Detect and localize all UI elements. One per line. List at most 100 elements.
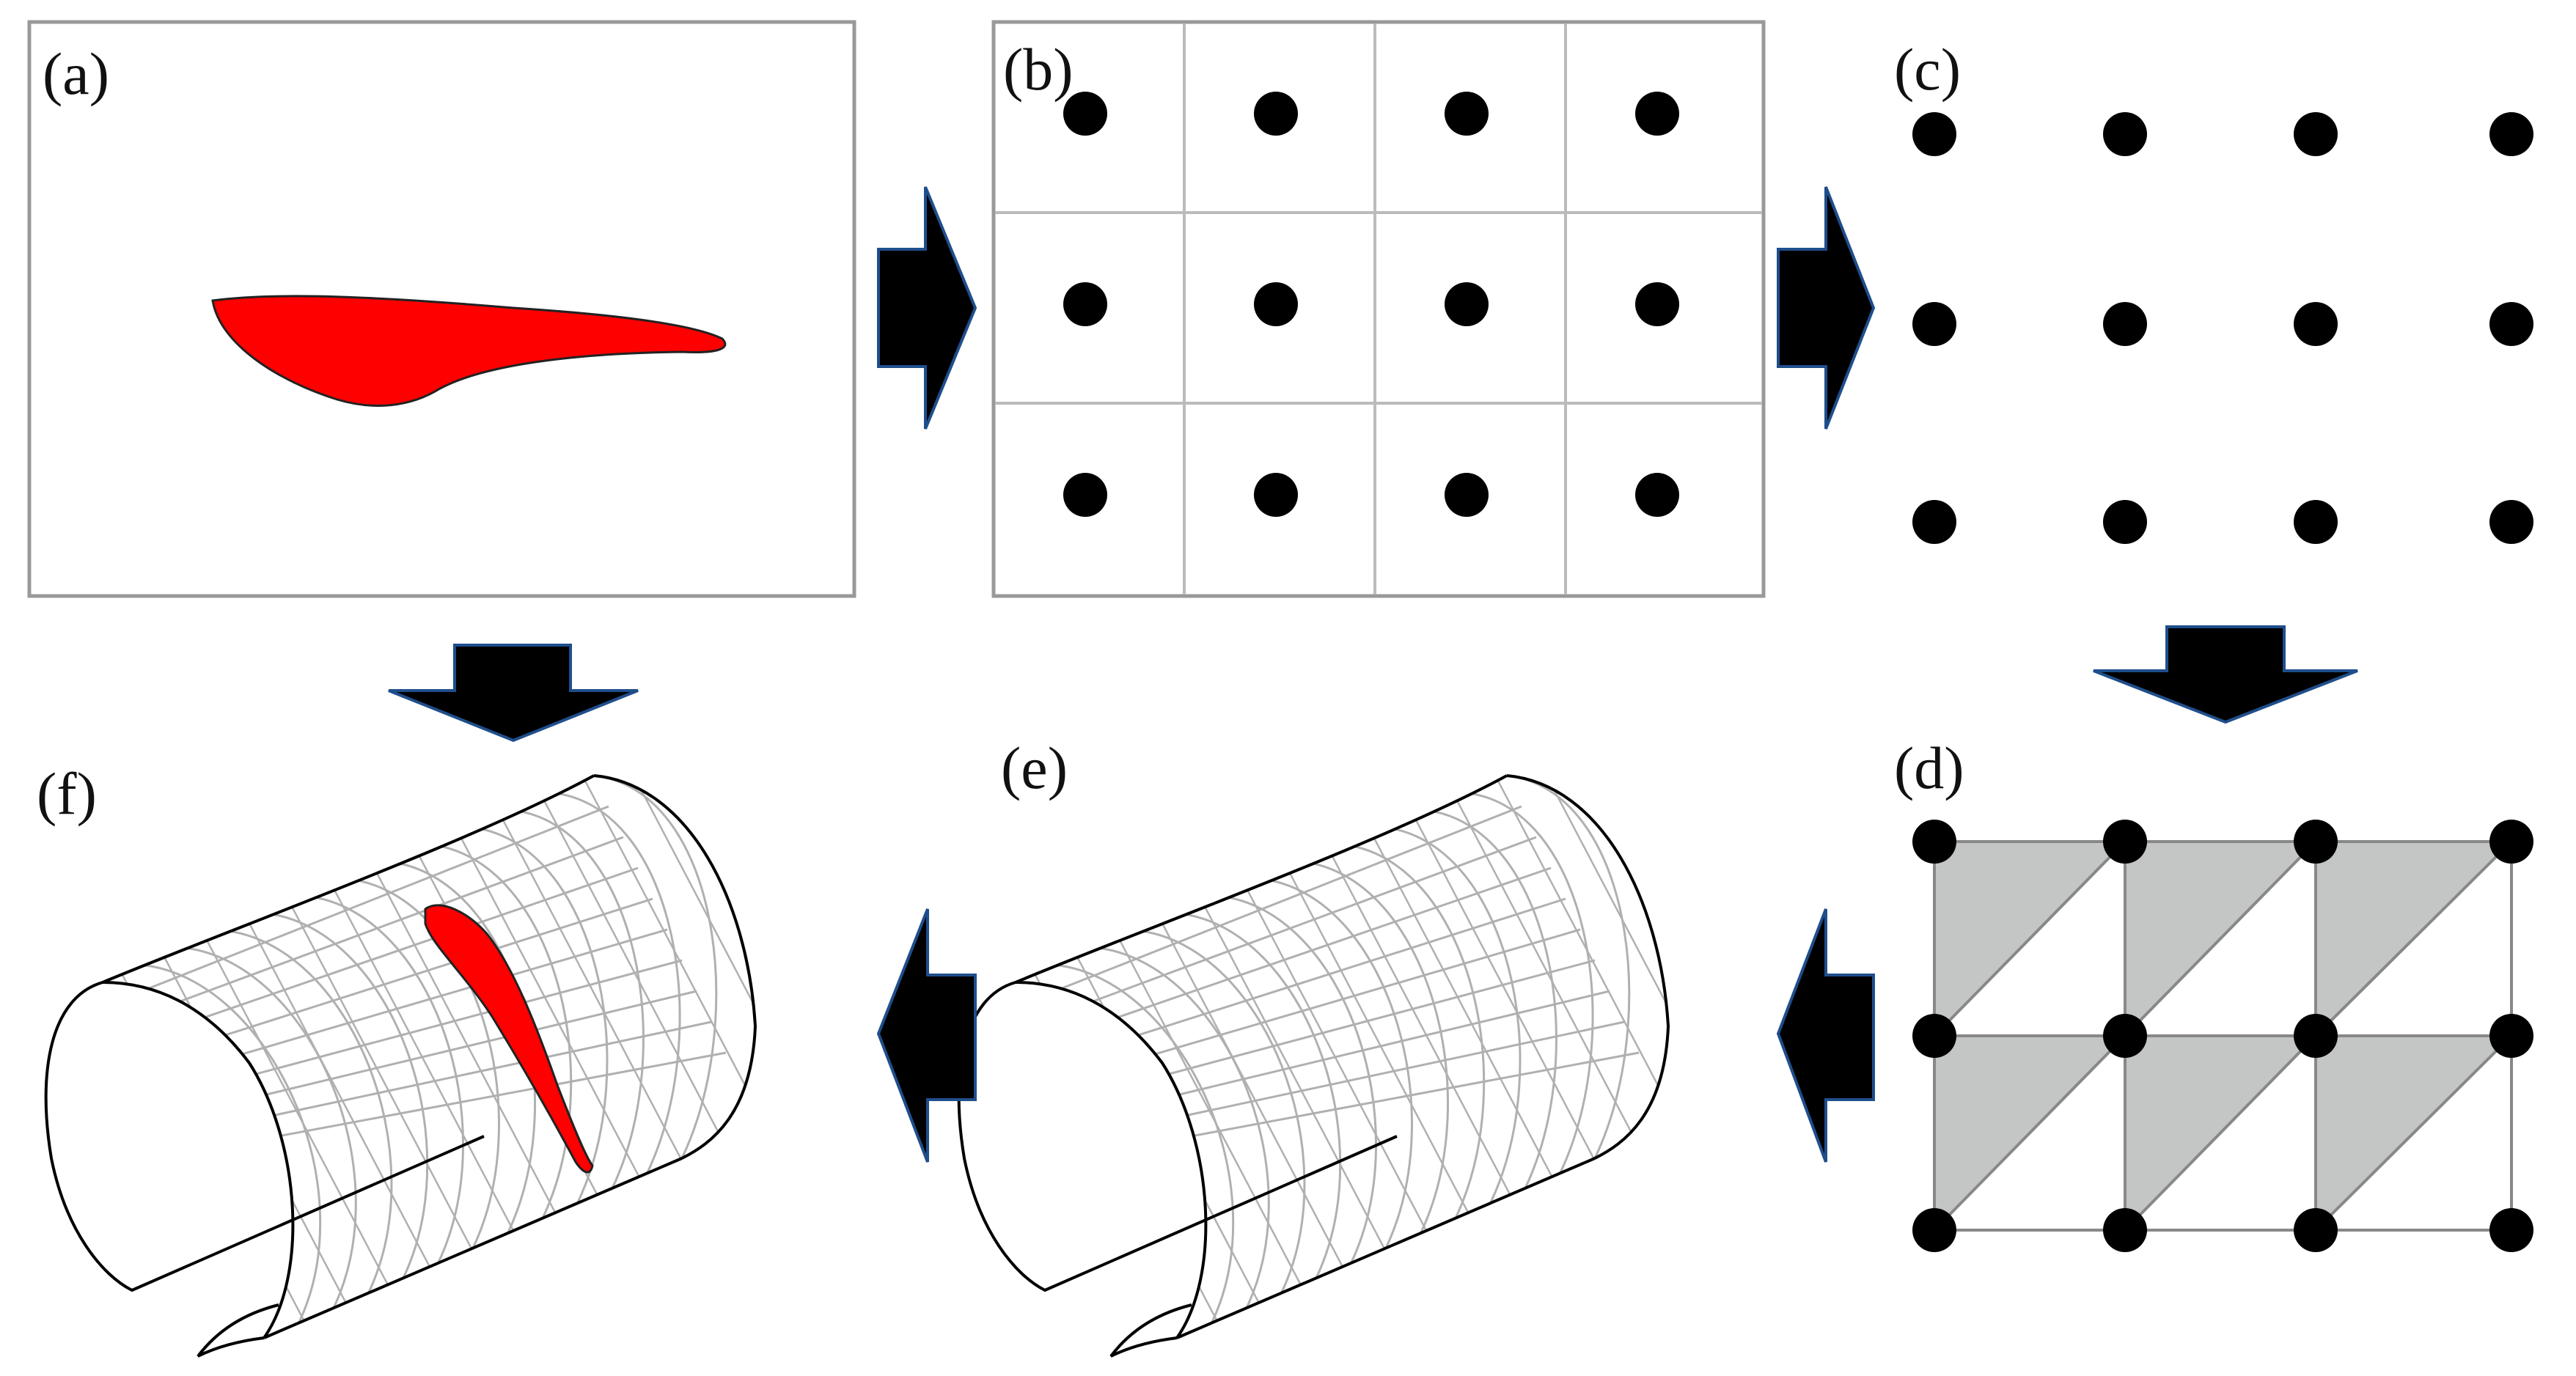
lattice-point bbox=[2294, 112, 2338, 156]
lattice-point bbox=[2103, 500, 2147, 544]
panel-e-label: (e) bbox=[1001, 735, 1068, 801]
lattice-point bbox=[2103, 112, 2147, 156]
panel-d-label: (d) bbox=[1894, 735, 1964, 801]
mesh-ring bbox=[1219, 895, 1378, 1264]
mesh-node bbox=[1912, 820, 1956, 864]
grid-point bbox=[1445, 282, 1489, 326]
surface-curl bbox=[197, 1303, 279, 1358]
mesh-diagonal bbox=[1016, 776, 1134, 1338]
grid-point bbox=[1063, 282, 1107, 326]
panel-c-label: (c) bbox=[1894, 36, 1961, 103]
mesh-ring bbox=[225, 930, 393, 1294]
panel-d: (d) bbox=[1894, 735, 2533, 1252]
surface-back-edge bbox=[44, 981, 485, 1292]
mesh-diagonal bbox=[103, 776, 170, 1338]
mesh-ring bbox=[1056, 964, 1235, 1324]
mesh-line bbox=[203, 959, 683, 1089]
lesion-shape bbox=[211, 295, 727, 407]
mesh-diagonal bbox=[1542, 776, 1668, 1338]
panel-b: (b) bbox=[991, 20, 1766, 598]
mesh-diagonal bbox=[1439, 776, 1668, 1338]
mesh-node bbox=[2294, 1208, 2338, 1252]
lattice-point bbox=[2489, 112, 2533, 156]
mesh-node bbox=[2489, 820, 2533, 864]
arrow-d-to-e bbox=[1776, 908, 1875, 1163]
mesh-ring bbox=[348, 878, 500, 1249]
panel-d-nodes bbox=[1912, 820, 2533, 1252]
lattice-point bbox=[2489, 500, 2533, 544]
mesh-node bbox=[2489, 1014, 2533, 1058]
mesh-diagonal bbox=[629, 776, 755, 1338]
mesh-ring bbox=[430, 843, 573, 1219]
lattice-point bbox=[2489, 302, 2533, 346]
mesh-node bbox=[1912, 1014, 1956, 1058]
mesh-node bbox=[2489, 1208, 2533, 1252]
lattice-point bbox=[2103, 302, 2147, 346]
grid-point bbox=[1445, 92, 1489, 136]
mesh-line bbox=[119, 805, 609, 1001]
mesh-diagonal bbox=[2314, 1034, 2513, 1232]
mesh-diagonal bbox=[0, 770, 66, 1356]
arrow-a-to-f bbox=[388, 644, 639, 743]
mesh-ring bbox=[512, 809, 645, 1189]
mesh-ring bbox=[307, 895, 465, 1264]
arrow-a-to-b bbox=[877, 186, 977, 430]
mesh-line bbox=[1133, 990, 1610, 1107]
grid-point bbox=[1635, 92, 1679, 136]
process-arrows bbox=[388, 186, 2358, 1163]
mesh-line bbox=[186, 928, 668, 1072]
surface-far-rim bbox=[1506, 774, 1670, 1160]
panel-b-label: (b) bbox=[1003, 36, 1074, 103]
mesh-line bbox=[1150, 1020, 1625, 1125]
mesh-ring bbox=[471, 826, 609, 1204]
mesh-ring bbox=[266, 912, 429, 1278]
mapped-lesion-shape bbox=[424, 904, 594, 1174]
arrow-b-to-c bbox=[1777, 186, 1876, 430]
mesh-node bbox=[2103, 1014, 2147, 1058]
mesh-ring bbox=[1343, 843, 1486, 1219]
surface-fill bbox=[1016, 776, 1668, 1338]
mesh-diagonal bbox=[2124, 840, 2317, 1037]
grid-point bbox=[1445, 473, 1489, 517]
mesh-ring bbox=[1384, 826, 1522, 1204]
mesh-node bbox=[2294, 820, 2338, 864]
surface-top-edge bbox=[102, 774, 595, 984]
mesh-ring bbox=[1425, 809, 1557, 1189]
mesh-ring bbox=[184, 946, 357, 1309]
grid-point bbox=[1063, 473, 1107, 517]
mesh-line bbox=[254, 1051, 727, 1142]
mesh-line bbox=[1082, 897, 1566, 1054]
lattice-point bbox=[2294, 302, 2338, 346]
surface-near-rim bbox=[1015, 981, 1208, 1339]
mesh-node bbox=[1912, 1208, 1956, 1252]
mesh-diagonal bbox=[2314, 840, 2513, 1037]
surface-back-edge bbox=[957, 981, 1398, 1292]
mesh-diagonal bbox=[103, 776, 273, 1338]
mesh-ring bbox=[1097, 946, 1270, 1309]
mesh-diagonal bbox=[578, 776, 755, 1338]
surface-bottom-edge bbox=[1176, 1157, 1596, 1339]
surface-fill bbox=[103, 776, 755, 1338]
grid-point bbox=[1254, 92, 1298, 136]
mesh-diagonal bbox=[103, 776, 119, 1338]
mesh-diagonal bbox=[526, 776, 755, 1338]
mesh-ring bbox=[1138, 930, 1306, 1294]
mesh-line bbox=[1049, 836, 1537, 1019]
grid-point bbox=[1254, 473, 1298, 517]
mesh-diagonal bbox=[1016, 776, 1032, 1338]
surface-near-rim bbox=[102, 981, 295, 1339]
surface-curl bbox=[1109, 1303, 1192, 1358]
panel-b-frame bbox=[991, 20, 1766, 598]
mesh-ring bbox=[143, 964, 322, 1324]
surface-bottom-edge bbox=[263, 1157, 683, 1339]
surface-far-rim bbox=[593, 774, 757, 1160]
mesh-diagonal bbox=[732, 776, 755, 1338]
mesh-line bbox=[237, 1020, 712, 1125]
mesh-line bbox=[1167, 1051, 1640, 1142]
mesh-diagonal bbox=[2124, 1034, 2317, 1232]
panel-b-grid bbox=[995, 23, 1762, 595]
mesh-diagonal bbox=[1933, 840, 2127, 1037]
panel-b-points bbox=[1063, 92, 1679, 517]
mesh-ring bbox=[1179, 912, 1342, 1278]
